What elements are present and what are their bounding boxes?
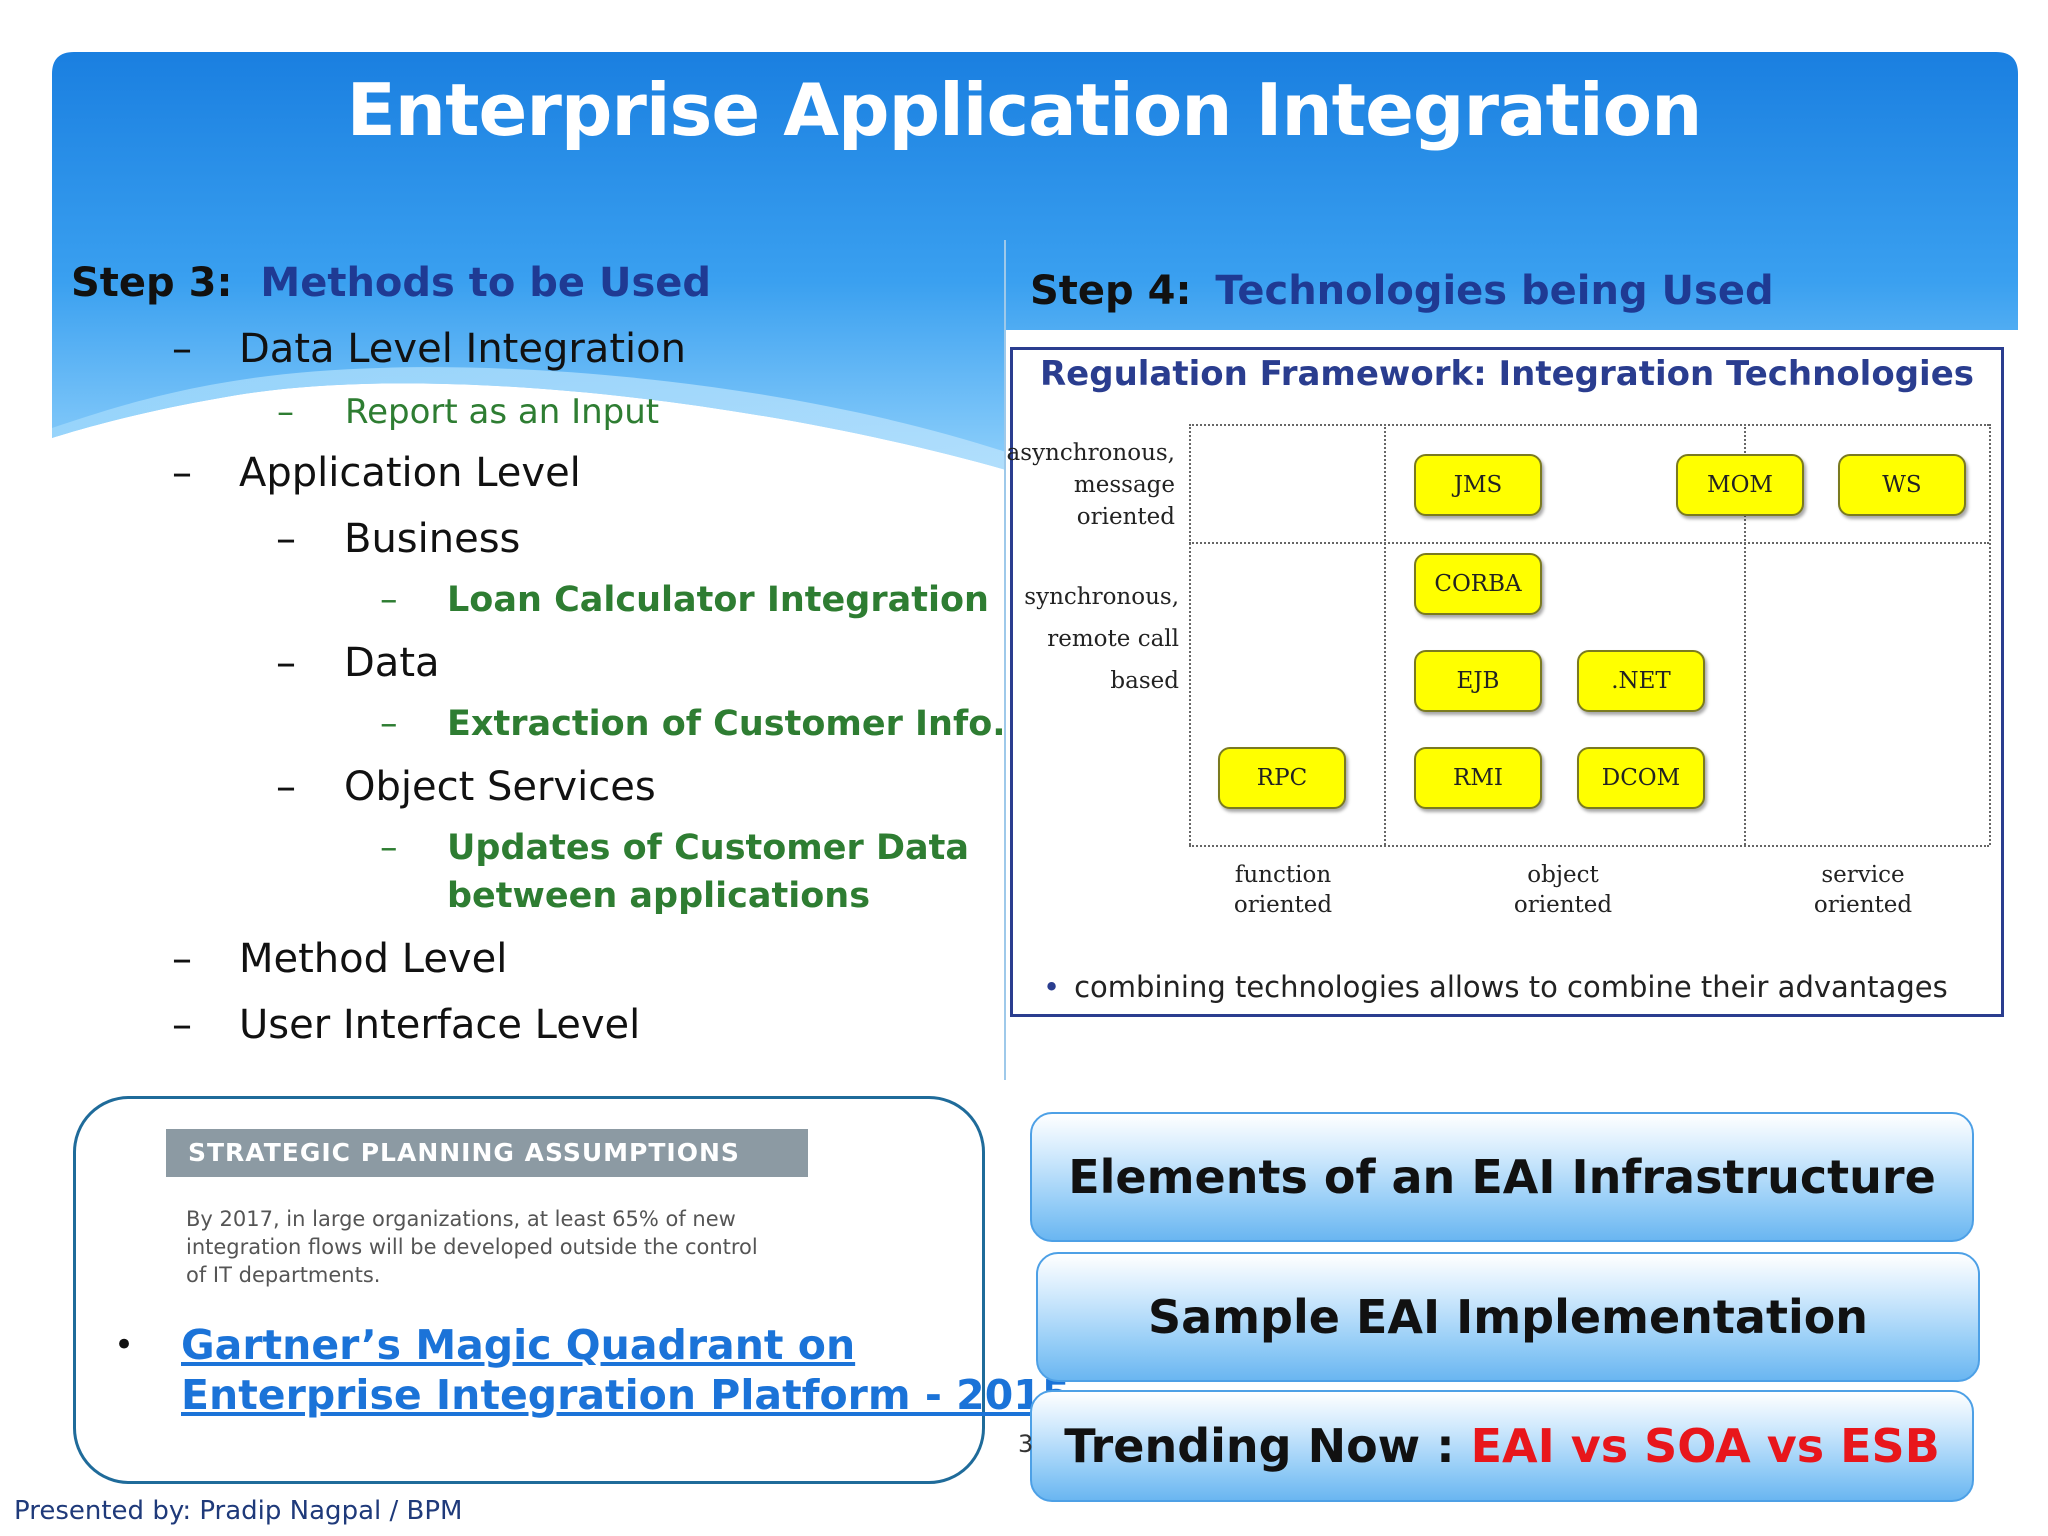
tech-rpc: RPC <box>1218 747 1346 809</box>
grid-line <box>1744 424 1746 845</box>
step3-heading: Step 3: Methods to be Used <box>71 260 711 306</box>
grid-line <box>1189 424 1989 426</box>
assumption-text: By 2017, in large organizations, at leas… <box>186 1207 758 1287</box>
elements-eai-button[interactable]: Elements of an EAI Infrastructure <box>1030 1112 1974 1242</box>
sample-eai-button[interactable]: Sample EAI Implementation <box>1036 1252 1980 1382</box>
tech-mom: MOM <box>1676 454 1804 516</box>
step4-label: Step 4: <box>1030 268 1192 314</box>
footer-presenter: Presented by: Pradip Nagpal / BPM <box>14 1496 463 1526</box>
tech-corba: CORBA <box>1414 553 1542 615</box>
grid-line <box>1189 542 1989 544</box>
step3-label: Step 3: <box>71 260 233 306</box>
tech-jms: JMS <box>1414 454 1542 516</box>
tech-dcom: DCOM <box>1577 747 1705 809</box>
col-label-function: function oriented <box>1233 862 1333 918</box>
figure-title: Regulation Framework: Integration Techno… <box>1039 354 1974 394</box>
strategic-planning-box: STRATEGIC PLANNING ASSUMPTIONS By 2017, … <box>73 1096 1070 1484</box>
bullet: • <box>114 1325 135 1365</box>
col-label-service: service oriented <box>1813 862 1913 918</box>
step4-title: Technologies being Used <box>1215 268 1774 314</box>
grid-line <box>1189 845 1989 847</box>
integration-technologies-figure: Regulation Framework: Integration Techno… <box>1006 347 2004 1017</box>
tech-ws: WS <box>1838 454 1966 516</box>
step4-heading: Step 4: Technologies being Used <box>1030 268 1774 314</box>
tech-dotnet: .NET <box>1577 650 1705 712</box>
figure-bullet: •combining technologies allows to combin… <box>1043 970 1948 1004</box>
tech-ejb: EJB <box>1414 650 1542 712</box>
gartner-link[interactable]: Gartner’s Magic Quadrant on Enterprise I… <box>181 1321 1071 1419</box>
trending-now-button[interactable]: Trending Now : EAI vs SOA vs ESB <box>1030 1390 1974 1502</box>
strategic-planning-header: STRATEGIC PLANNING ASSUMPTIONS <box>166 1129 808 1177</box>
step3-title: Methods to be Used <box>260 260 712 306</box>
slide-title: Enterprise Application Integration <box>346 68 1703 152</box>
column-divider <box>1004 240 1006 1080</box>
grid-line <box>1384 424 1386 845</box>
row-label-sync: synchronous, remote call based <box>1024 584 1179 694</box>
grid-line <box>1989 424 1991 845</box>
grid-line <box>1189 424 1191 845</box>
row-label-async: asynchronous, message oriented <box>1006 440 1175 530</box>
tech-rmi: RMI <box>1414 747 1542 809</box>
col-label-object: object oriented <box>1513 862 1613 918</box>
page-number: 3 <box>1018 1430 1034 1458</box>
